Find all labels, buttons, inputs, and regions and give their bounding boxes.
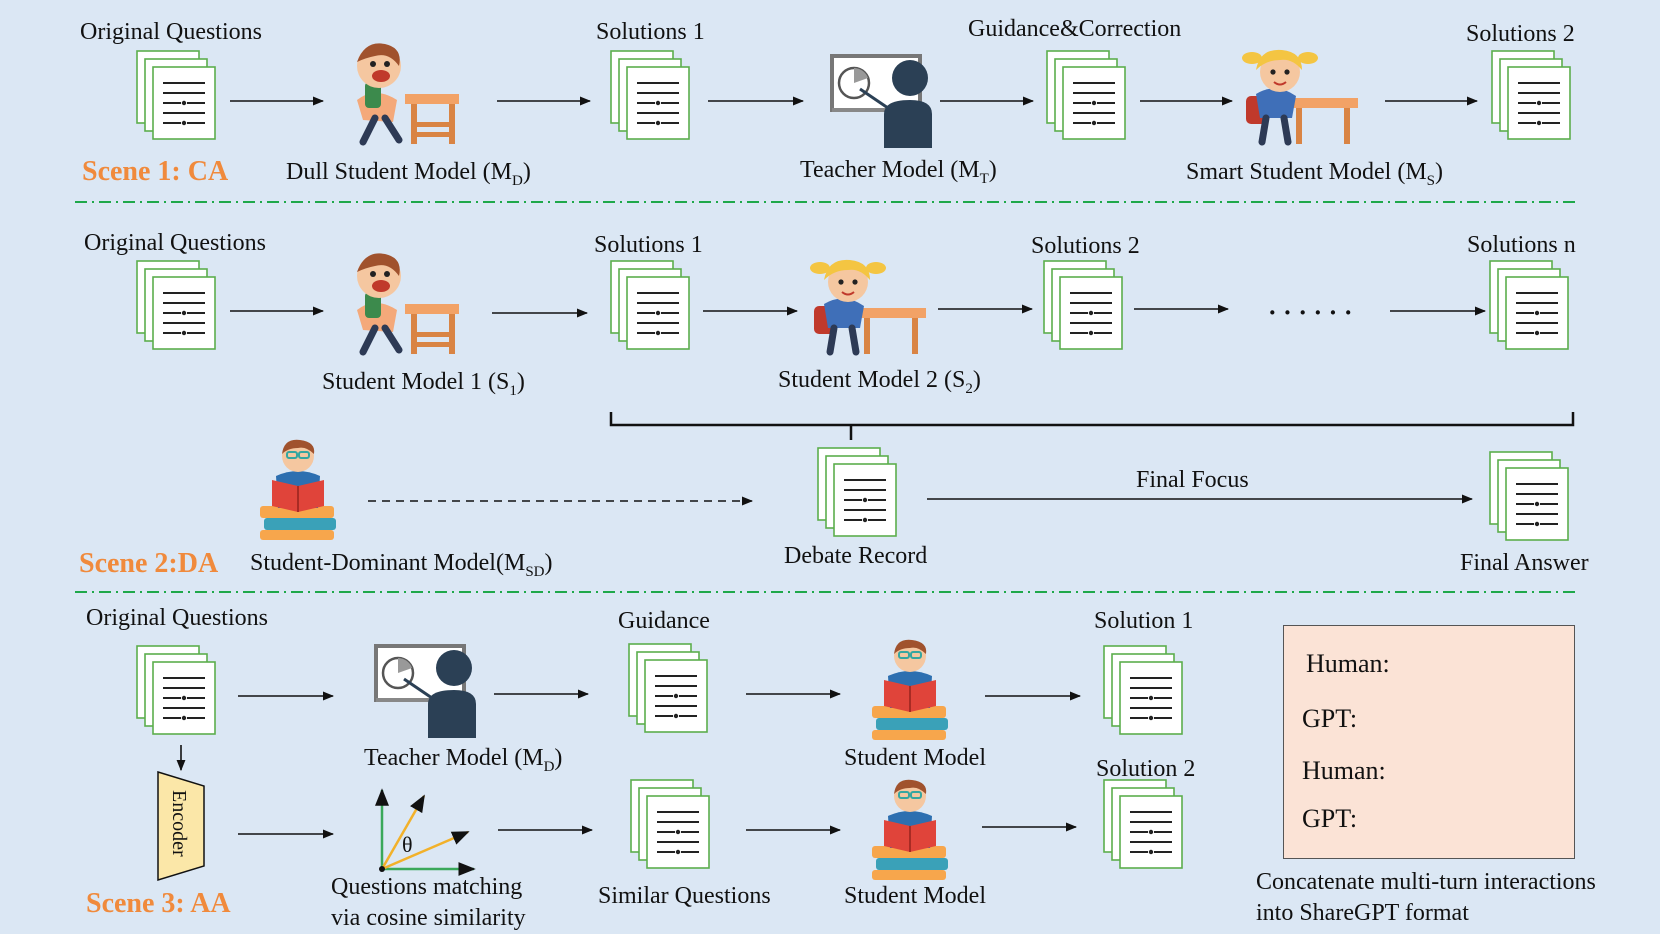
s2-solutions-n-doc-icon [1489, 260, 1569, 350]
s3-student-model-top-label: Student Model [844, 745, 986, 771]
s1-dull-student-icon [357, 43, 459, 144]
s2-ellipsis: · · · · · · [1268, 298, 1353, 327]
s3-similar-questions-label: Similar Questions [598, 883, 771, 909]
s2-original-questions-label: Original Questions [84, 230, 266, 256]
s2-debate-record-label: Debate Record [784, 543, 928, 569]
s3-similar-questions-doc-icon [630, 779, 710, 869]
s3-solution2-doc-icon [1103, 779, 1183, 869]
s2-student2-label: Student Model 2 (S2) [778, 367, 981, 397]
s2-solutions1-label: Solutions 1 [594, 232, 703, 258]
s3-guidance-label: Guidance [618, 608, 710, 634]
s3-encoder-shape [157, 770, 205, 882]
s2-solutions2-label: Solutions 2 [1031, 233, 1140, 259]
s2-student1-icon [357, 253, 459, 354]
s3-student-model-bottom-label: Student Model [844, 883, 986, 909]
s1-smart-student-icon [1242, 50, 1358, 144]
s3-matching-line2: via cosine similarity [331, 905, 526, 931]
s2-final-answer-doc-icon [1489, 451, 1569, 541]
s1-solutions2-label: Solutions 2 [1466, 21, 1575, 47]
s3-solution1-doc-icon [1103, 645, 1183, 735]
s1-solutions2-doc-icon [1491, 50, 1571, 140]
s1-original-questions-label: Original Questions [80, 19, 262, 45]
s1-teacher-icon [830, 54, 934, 150]
s3-cosine-similarity-icon [375, 788, 476, 876]
s1-smart-student-label: Smart Student Model (MS) [1186, 159, 1443, 189]
s2-final-answer-label: Final Answer [1460, 550, 1589, 576]
s2-solutions2-doc-icon [1043, 260, 1123, 350]
sharegpt-gpt-1: GPT: [1302, 704, 1358, 733]
s1-solutions1-doc-icon [610, 50, 690, 140]
s2-student2-icon [810, 260, 926, 354]
sharegpt-caption-line1: Concatenate multi-turn interactions [1256, 869, 1596, 895]
s3-theta-label: θ [402, 832, 413, 857]
s1-solutions1-label: Solutions 1 [596, 19, 705, 45]
s2-student-dominant-label: Student-Dominant Model(MSD) [250, 550, 553, 580]
s2-student1-label: Student Model 1 (S1) [322, 369, 525, 399]
s3-original-questions-label: Original Questions [86, 605, 268, 631]
sharegpt-human-2: Human: [1302, 756, 1386, 785]
s3-solution1-label: Solution 1 [1094, 608, 1194, 634]
scene3-title: Scene 3: AA [86, 888, 231, 919]
s2-solutions-n-label: Solutions n [1467, 232, 1576, 258]
sharegpt-gpt-2: GPT: [1302, 804, 1358, 833]
s3-matching-line1: Questions matching [331, 874, 523, 900]
s2-debate-record-doc-icon [817, 447, 897, 537]
s3-guidance-doc-icon [628, 643, 708, 733]
s1-original-questions-doc-icon [136, 50, 216, 140]
s3-encoder-label: Encoder [168, 790, 190, 857]
s3-student-top-icon [871, 638, 949, 741]
s1-dull-student-label: Dull Student Model (MD) [286, 159, 531, 189]
s3-teacher-label: Teacher Model (MD) [364, 745, 563, 775]
s2-student-dominant-icon [259, 438, 337, 541]
s1-guidance-doc-icon [1046, 50, 1126, 140]
s1-guidance-correction-label: Guidance&Correction [968, 16, 1182, 42]
sharegpt-human-1: Human: [1306, 649, 1390, 678]
s3-original-questions-doc-icon [136, 645, 216, 735]
sharegpt-caption-line2: into ShareGPT format [1256, 900, 1469, 926]
s2-original-questions-doc-icon [136, 260, 216, 350]
sharegpt-box: Human: GPT: Human: GPT: [1283, 625, 1575, 859]
scene2-title: Scene 2:DA [79, 548, 219, 579]
s1-teacher-label: Teacher Model (MT) [800, 157, 997, 187]
s3-solution2-label: Solution 2 [1096, 756, 1196, 782]
s2-solutions1-doc-icon [610, 260, 690, 350]
s3-student-bottom-icon [871, 778, 949, 881]
scene1-title: Scene 1: CA [82, 156, 229, 187]
s3-teacher-icon [374, 644, 478, 740]
s2-final-focus-label: Final Focus [1136, 467, 1249, 493]
s2-debate-bracket [609, 412, 1575, 440]
